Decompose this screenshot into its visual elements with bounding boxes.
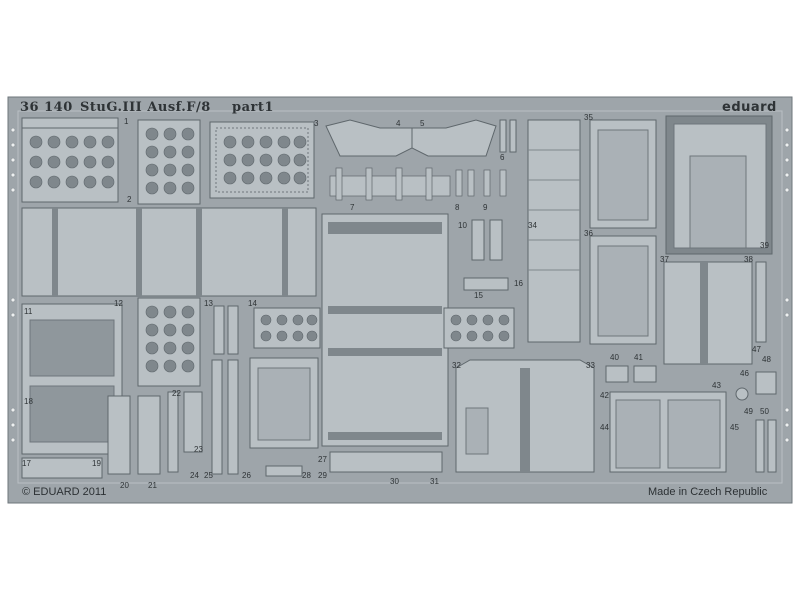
part-17-19-row bbox=[21, 457, 103, 479]
part-number-18: 18 bbox=[24, 397, 33, 406]
part-number-44: 44 bbox=[600, 423, 609, 432]
part-number-28: 28 bbox=[302, 471, 311, 480]
part-2-hole-plate bbox=[137, 119, 201, 205]
part-29-31-strip bbox=[329, 451, 443, 473]
brand-logo: eduard bbox=[722, 100, 777, 115]
part-number-3: 3 bbox=[314, 119, 319, 128]
part-27-box bbox=[249, 357, 319, 449]
part-10-brackets bbox=[471, 219, 503, 261]
part-34-strip bbox=[527, 119, 581, 343]
part-number-13: 13 bbox=[204, 299, 213, 308]
part-number-27: 27 bbox=[318, 455, 327, 464]
part-number-1: 1 bbox=[124, 117, 129, 126]
part-37-38-box bbox=[663, 261, 767, 365]
fret-inner-frame bbox=[17, 110, 783, 484]
part-number-19: 19 bbox=[92, 459, 101, 468]
part-number-21: 21 bbox=[148, 481, 157, 490]
part-number-47: 47 bbox=[752, 345, 761, 354]
part-32-33-box bbox=[455, 359, 595, 473]
part-number-37: 37 bbox=[660, 255, 669, 264]
part-number-6: 6 bbox=[500, 153, 505, 162]
part-number-17: 17 bbox=[22, 459, 31, 468]
part-number-4: 4 bbox=[396, 119, 401, 128]
part-number-43: 43 bbox=[712, 381, 721, 390]
sheet-code: 36 140 bbox=[20, 100, 73, 115]
part-number-49: 49 bbox=[744, 407, 753, 416]
part-number-2: 2 bbox=[127, 195, 132, 204]
part-hole-plate-lower bbox=[137, 297, 201, 387]
part-number-48: 48 bbox=[762, 355, 771, 364]
part-20-21-ladders bbox=[107, 395, 161, 475]
part-42-45-plates bbox=[609, 391, 727, 473]
edge-holes bbox=[10, 127, 790, 443]
part-40-41 bbox=[605, 365, 657, 383]
part-13-strips bbox=[213, 305, 239, 355]
part-number-46: 46 bbox=[740, 369, 749, 378]
part-number-31: 31 bbox=[430, 477, 439, 486]
part-number-26: 26 bbox=[242, 471, 251, 480]
part-number-8: 8 bbox=[455, 203, 460, 212]
part-number-33: 33 bbox=[586, 361, 595, 370]
part-number-11: 11 bbox=[24, 307, 33, 316]
part-7-8-hinges bbox=[329, 167, 507, 201]
origin-text: Made in Czech Republic bbox=[648, 486, 768, 498]
part-number-12: 12 bbox=[114, 299, 123, 308]
part-46-50-small bbox=[735, 371, 777, 473]
part-number-50: 50 bbox=[760, 407, 769, 416]
part-number-15: 15 bbox=[474, 291, 483, 300]
part-14-hole-strip bbox=[253, 307, 321, 349]
part-number-16: 16 bbox=[514, 279, 523, 288]
part-11-12-wood-panels bbox=[21, 303, 123, 455]
part-number-45: 45 bbox=[730, 423, 739, 432]
part-number-38: 38 bbox=[744, 255, 753, 264]
copyright-text: © EDUARD 2011 bbox=[22, 486, 107, 498]
part-number-30: 30 bbox=[390, 477, 399, 486]
part-number-32: 32 bbox=[452, 361, 461, 370]
part-15-16 bbox=[463, 277, 509, 291]
part-number-39: 39 bbox=[760, 241, 769, 250]
part-22-25 bbox=[167, 359, 239, 475]
part-number-7: 7 bbox=[350, 203, 355, 212]
part-number-35: 35 bbox=[584, 113, 593, 122]
part-number-25: 25 bbox=[204, 471, 213, 480]
part-39-box bbox=[665, 115, 773, 255]
part-number-42: 42 bbox=[600, 391, 609, 400]
part-6-strips bbox=[499, 119, 517, 153]
part-number-9: 9 bbox=[483, 203, 488, 212]
part-35-box bbox=[589, 119, 657, 229]
long-side-plate bbox=[21, 207, 317, 297]
part-28 bbox=[265, 465, 303, 477]
part-3-hole-plate bbox=[209, 121, 315, 199]
center-large-panel bbox=[321, 213, 449, 447]
part-number-22: 22 bbox=[172, 389, 181, 398]
part-number-34: 34 bbox=[528, 221, 537, 230]
sheet-part: part1 bbox=[232, 100, 274, 115]
part-number-23: 23 bbox=[194, 445, 203, 454]
part-number-10: 10 bbox=[458, 221, 467, 230]
part-hole-strip-right bbox=[443, 307, 515, 349]
part-number-36: 36 bbox=[584, 229, 593, 238]
part-number-40: 40 bbox=[610, 353, 619, 362]
part-number-41: 41 bbox=[634, 353, 643, 362]
part-1-grid-panel bbox=[21, 117, 119, 203]
sheet-title: StuG.III Ausf.F/8 bbox=[80, 100, 211, 115]
part-number-20: 20 bbox=[120, 481, 129, 490]
part-36-box bbox=[589, 235, 657, 345]
part-4-5-hood bbox=[325, 119, 497, 157]
part-number-14: 14 bbox=[248, 299, 257, 308]
part-number-5: 5 bbox=[420, 119, 425, 128]
part-number-29: 29 bbox=[318, 471, 327, 480]
part-number-24: 24 bbox=[190, 471, 199, 480]
